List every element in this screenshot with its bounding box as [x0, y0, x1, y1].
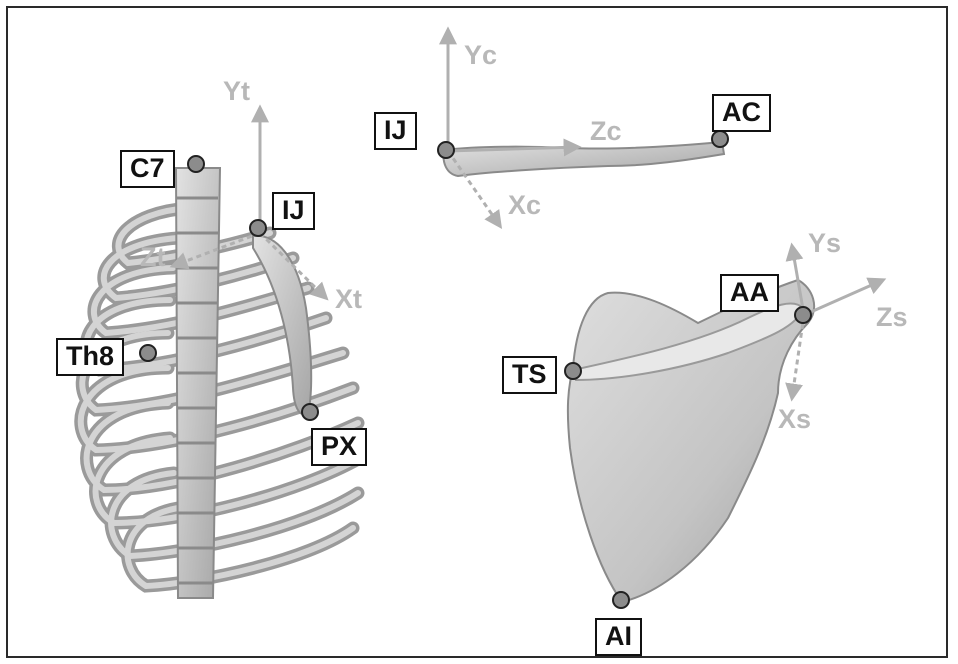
landmark-label-ac: AC [712, 94, 771, 132]
landmark-label-px: PX [311, 428, 367, 466]
scapula-z-axis-label: Zs [876, 304, 908, 331]
landmark-label-ij-clavicle: IJ [374, 112, 417, 150]
th8-marker [140, 345, 156, 361]
thorax-y-axis-label: Yt [223, 78, 250, 105]
aa-marker [795, 307, 811, 323]
landmark-label-ai: AI [595, 618, 642, 656]
landmark-label-aa: AA [720, 274, 779, 312]
scapula-x-axis-label: Xs [778, 406, 811, 433]
bone-illustration [8, 8, 950, 660]
clavicle-x-axis-label: Xc [508, 192, 541, 219]
thorax-z-axis-label: Zt [140, 244, 165, 271]
ij-clavicle-marker [438, 142, 454, 158]
figure-panel: Yt Zt Xt Yc Zc Xc Ys Zs Xs C7 IJ Th8 PX … [6, 6, 948, 658]
landmark-label-c7: C7 [120, 150, 175, 188]
ac-marker [712, 131, 728, 147]
clavicle-z-axis-label: Zc [590, 118, 622, 145]
landmark-label-ts: TS [502, 356, 557, 394]
clavicle-y-axis-label: Yc [464, 42, 497, 69]
scapula-y-axis-label: Ys [808, 230, 841, 257]
ij-thorax-marker [250, 220, 266, 236]
landmark-label-ij-thorax: IJ [272, 192, 315, 230]
landmark-label-th8: Th8 [56, 338, 124, 376]
c7-marker [188, 156, 204, 172]
ai-marker [613, 592, 629, 608]
ts-marker [565, 363, 581, 379]
thorax-x-axis-label: Xt [335, 286, 362, 313]
px-marker [302, 404, 318, 420]
